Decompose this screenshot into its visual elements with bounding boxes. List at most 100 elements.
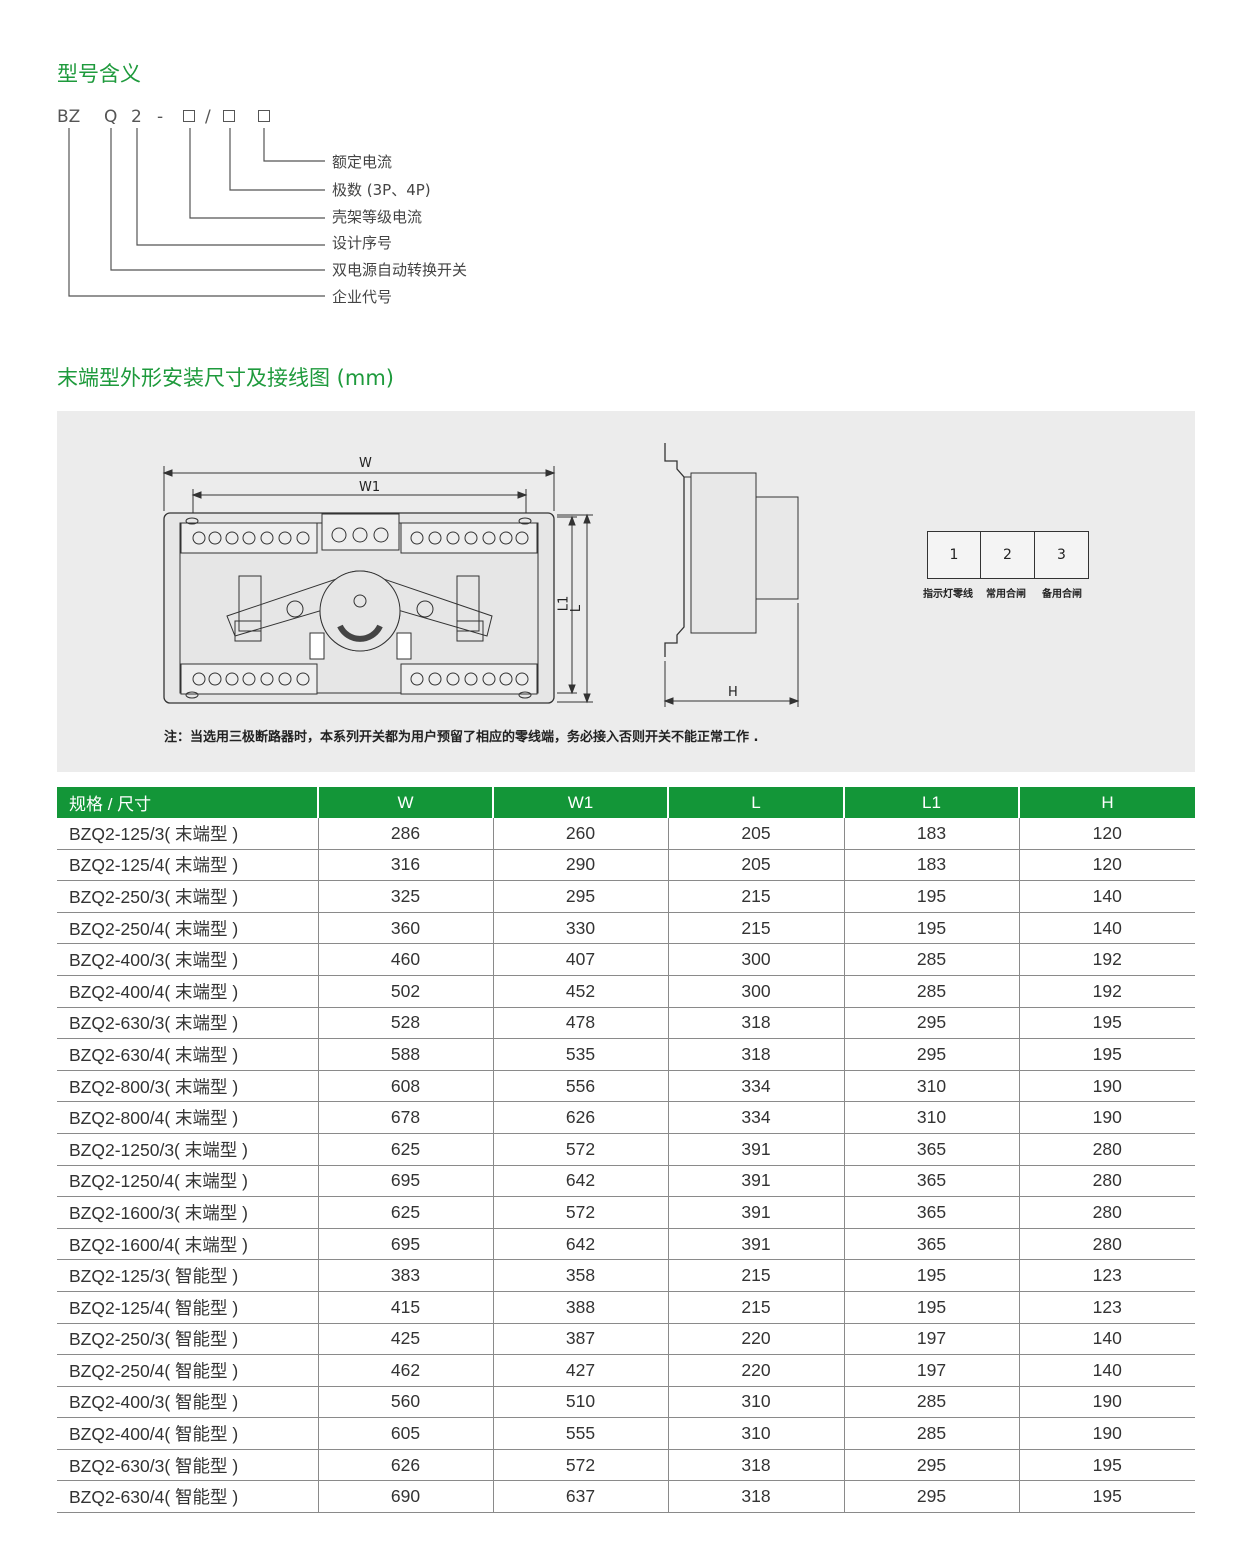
table-cell-value: 572 xyxy=(492,1449,668,1482)
label-poles: 极数 (3P、4P) xyxy=(332,181,431,199)
table-cell-value: 195 xyxy=(1018,1449,1195,1482)
table-cell-value: 140 xyxy=(1018,880,1195,913)
model-code-leader-lines xyxy=(68,128,325,297)
table-cell-value: 310 xyxy=(667,1386,844,1419)
installation-drawing xyxy=(162,443,800,707)
label-frame-current: 壳架等级电流 xyxy=(332,208,423,226)
table-cell-value: 360 xyxy=(317,912,493,945)
table-cell-value: 195 xyxy=(843,1291,1019,1324)
table-cell-value: 205 xyxy=(667,818,844,850)
table-cell-value: 334 xyxy=(667,1101,844,1134)
table-cell-value: 295 xyxy=(843,1007,1019,1040)
dimensions-title: 末端型外形安装尺寸及接线图 (mm) xyxy=(57,366,394,390)
header-l: L xyxy=(667,787,844,818)
table-cell-value: 120 xyxy=(1018,849,1195,882)
table-cell-value: 407 xyxy=(492,943,668,976)
installation-drawing-panel: W W1 L1 L H 1 2 3 指示灯零线 常用合闸 备用合闸 注：当选用三… xyxy=(57,411,1195,772)
table-cell-value: 556 xyxy=(492,1070,668,1103)
table-cell-value: 290 xyxy=(492,849,668,882)
table-cell-model: BZQ2-125/4( 智能型 ) xyxy=(57,1291,318,1324)
table-cell-value: 383 xyxy=(317,1259,493,1292)
table-cell-value: 286 xyxy=(317,818,493,850)
table-cell-value: 310 xyxy=(843,1070,1019,1103)
code-enterprise: BZ xyxy=(57,107,81,127)
code-q: Q xyxy=(104,107,118,127)
table-cell-value: 285 xyxy=(843,975,1019,1008)
code-frame-box xyxy=(183,110,195,122)
table-cell-value: 183 xyxy=(843,849,1019,882)
code-current-box xyxy=(258,110,270,122)
table-cell-model: BZQ2-400/3( 末端型 ) xyxy=(57,943,318,976)
code-design-no: 2 xyxy=(131,107,142,127)
table-cell-value: 626 xyxy=(492,1101,668,1134)
table-cell-value: 415 xyxy=(317,1291,493,1324)
table-cell-value: 318 xyxy=(667,1449,844,1482)
label-ats: 双电源自动转换开关 xyxy=(332,261,468,279)
table-cell-value: 140 xyxy=(1018,1354,1195,1387)
table-cell-value: 195 xyxy=(1018,1038,1195,1071)
table-cell-model: BZQ2-125/3( 智能型 ) xyxy=(57,1259,318,1292)
table-cell-value: 260 xyxy=(492,818,668,850)
table-cell-value: 452 xyxy=(492,975,668,1008)
table-cell-value: 220 xyxy=(667,1323,844,1356)
code-poles-box xyxy=(223,110,235,122)
table-cell-value: 190 xyxy=(1018,1386,1195,1419)
drawing-note: 注：当选用三极断路器时，本系列开关都为用户预留了相应的零线端，务必接入否则开关不… xyxy=(164,730,759,745)
terminal-2-label: 常用合闸 xyxy=(986,589,1026,600)
table-cell-value: 642 xyxy=(492,1228,668,1261)
table-cell-value: 387 xyxy=(492,1323,668,1356)
table-cell-model: BZQ2-800/4( 末端型 ) xyxy=(57,1101,318,1134)
table-cell-value: 197 xyxy=(843,1323,1019,1356)
terminal-2: 2 xyxy=(980,531,1035,579)
table-cell-model: BZQ2-400/3( 智能型 ) xyxy=(57,1386,318,1419)
table-cell-value: 316 xyxy=(317,849,493,882)
table-cell-value: 365 xyxy=(843,1196,1019,1229)
code-slash: / xyxy=(205,107,211,127)
table-cell-value: 637 xyxy=(492,1480,668,1514)
table-cell-value: 310 xyxy=(667,1417,844,1450)
table-cell-value: 215 xyxy=(667,912,844,945)
table-cell-value: 358 xyxy=(492,1259,668,1292)
table-cell-value: 295 xyxy=(843,1449,1019,1482)
dim-l-label: L xyxy=(569,604,585,613)
table-cell-value: 215 xyxy=(667,1259,844,1292)
table-cell-value: 285 xyxy=(843,1386,1019,1419)
table-cell-value: 608 xyxy=(317,1070,493,1103)
terminal-1: 1 xyxy=(927,531,981,579)
table-cell-value: 365 xyxy=(843,1133,1019,1166)
table-cell-value: 695 xyxy=(317,1228,493,1261)
table-cell-value: 300 xyxy=(667,943,844,976)
table-cell-value: 560 xyxy=(317,1386,493,1419)
table-cell-value: 280 xyxy=(1018,1133,1195,1166)
table-cell-model: BZQ2-400/4( 末端型 ) xyxy=(57,975,318,1008)
table-cell-value: 502 xyxy=(317,975,493,1008)
table-cell-value: 365 xyxy=(843,1228,1019,1261)
table-cell-value: 330 xyxy=(492,912,668,945)
table-cell-value: 295 xyxy=(843,1480,1019,1514)
table-cell-value: 588 xyxy=(317,1038,493,1071)
table-cell-value: 280 xyxy=(1018,1165,1195,1198)
table-cell-value: 295 xyxy=(492,880,668,913)
dimension-table: 规格 / 尺寸 W W1 L L1 H BZQ2-125/3( 末端型 )286… xyxy=(57,787,1195,1514)
table-cell-model: BZQ2-125/4( 末端型 ) xyxy=(57,849,318,882)
table-cell-value: 190 xyxy=(1018,1070,1195,1103)
table-cell-value: 215 xyxy=(667,1291,844,1324)
table-cell-model: BZQ2-1250/3( 末端型 ) xyxy=(57,1133,318,1166)
table-cell-value: 391 xyxy=(667,1196,844,1229)
table-cell-value: 626 xyxy=(317,1449,493,1482)
dim-w-label: W xyxy=(359,456,372,471)
label-rated-current: 额定电流 xyxy=(332,153,393,171)
table-cell-value: 318 xyxy=(667,1038,844,1071)
table-cell-value: 215 xyxy=(667,880,844,913)
table-cell-value: 280 xyxy=(1018,1228,1195,1261)
table-cell-model: BZQ2-250/4( 智能型 ) xyxy=(57,1354,318,1387)
